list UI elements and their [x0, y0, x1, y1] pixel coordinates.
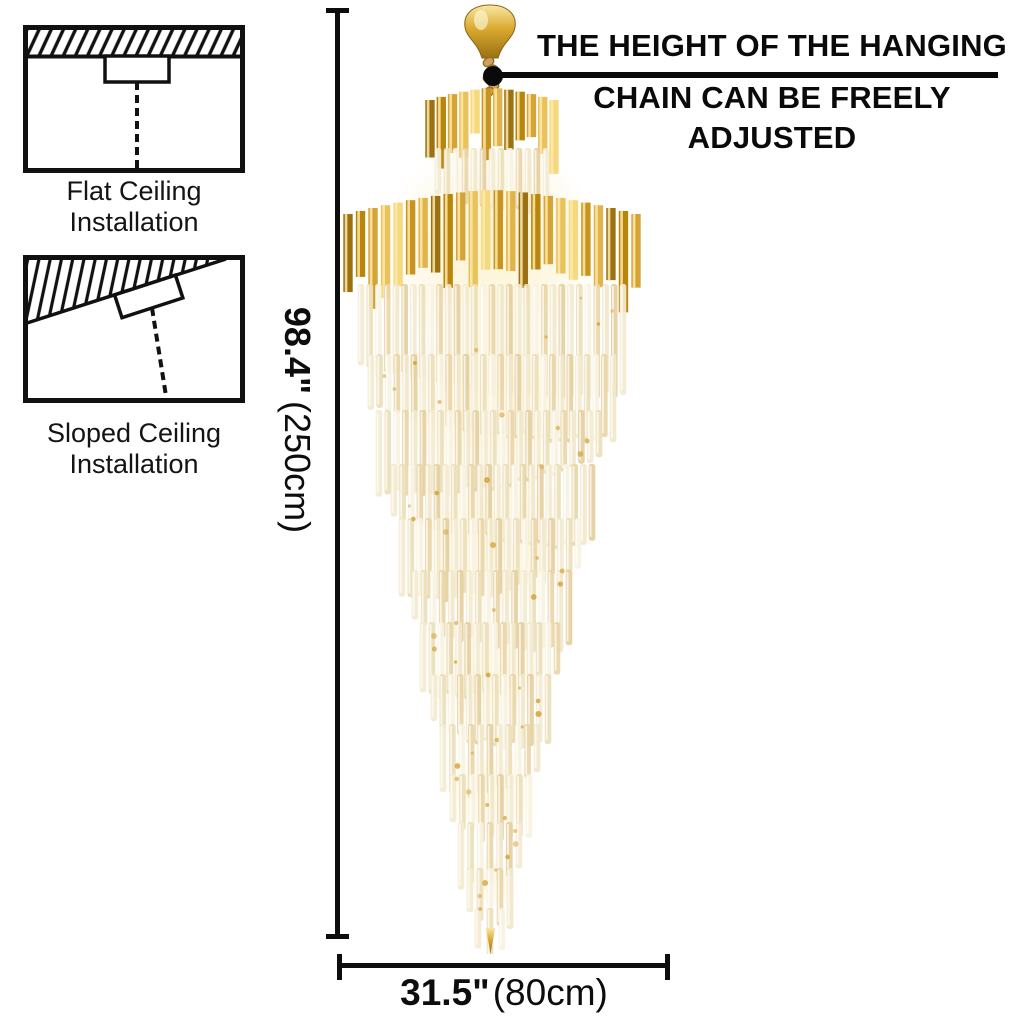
height-dimension-line	[335, 10, 340, 938]
sloped-ceiling-diagram	[23, 255, 245, 403]
width-dimension-label: 31.5"(80cm)	[339, 972, 669, 1014]
chandelier-image	[343, 4, 641, 954]
sloped-ceiling-label: Sloped Ceiling Installation	[23, 418, 245, 480]
flat-ceiling-label-line2: Installation	[69, 207, 199, 237]
width-value-imperial: 31.5"	[400, 972, 490, 1013]
flat-ceiling-hatch	[28, 30, 240, 55]
chain-pointer-line	[498, 72, 998, 78]
sloped-hanging-chain	[150, 307, 168, 397]
chain-note-line-1: THE HEIGHT OF THE HANGING	[537, 28, 1007, 63]
width-dimension-line	[339, 963, 669, 968]
sloped-ceiling-label-line1: Sloped Ceiling	[46, 418, 222, 448]
flat-ceiling-label: Flat Ceiling Installation	[23, 176, 245, 238]
height-dimension-tick-bottom	[326, 934, 349, 939]
flat-ceiling-diagram	[23, 25, 245, 173]
height-dimension-label: 98.4" (250cm)	[276, 307, 318, 533]
flat-mount-canopy	[103, 54, 171, 84]
sloped-mount-canopy	[112, 272, 186, 320]
chain-note-line-2: CHAIN CAN BE FREELY	[593, 80, 951, 115]
width-value-metric: (80cm)	[492, 972, 608, 1013]
height-value-metric: (250cm)	[277, 401, 318, 534]
width-dimension-tick-right	[665, 954, 670, 980]
chain-pointer-dot	[483, 66, 503, 86]
chain-note-line-3: ADJUSTED	[687, 120, 857, 155]
height-value-imperial: 98.4"	[277, 306, 318, 395]
flat-ceiling-label-line1: Flat Ceiling	[66, 176, 202, 206]
sloped-ceiling-label-line2: Installation	[69, 449, 199, 479]
